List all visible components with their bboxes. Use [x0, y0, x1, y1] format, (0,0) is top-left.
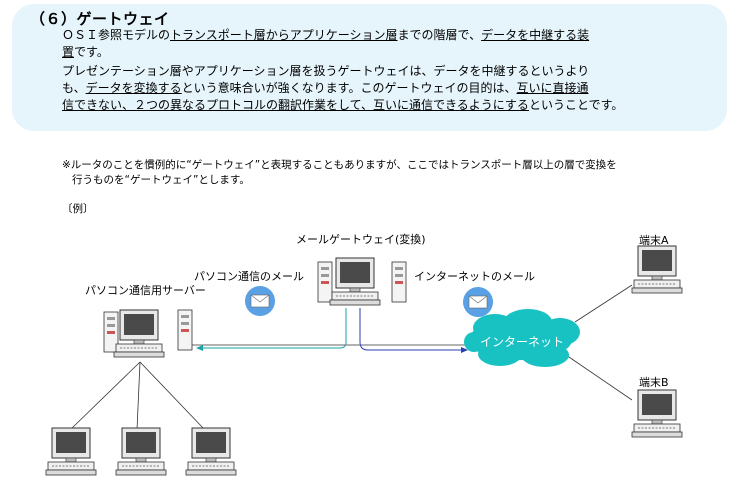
blue-mail-path [359, 308, 462, 351]
text-span: ＯＳＩ参照モデルの [62, 28, 171, 42]
internet-to-terminal-a-line [574, 284, 633, 323]
paragraph-line-1: ＯＳＩ参照モデルのトランスポート層からアプリケーション層までの階層で、データを中… [62, 27, 589, 44]
teal-mail-path [200, 308, 347, 349]
text-span: も、 [62, 81, 86, 95]
gateway-section-card [12, 4, 727, 131]
underlined-text: 互いに直接通 [516, 81, 589, 95]
terminal-b-computer-icon [631, 389, 683, 438]
gateway-label: メールゲートウェイ(変換) [296, 233, 426, 246]
internet-mail-label: インターネットのメール [414, 270, 535, 283]
internet-mail-envelope-icon [462, 286, 494, 318]
internet-label: インターネット [480, 335, 565, 349]
server-to-client-line [69, 361, 141, 431]
underlined-text: データを中継する装 [481, 28, 590, 42]
terminal-a-computer-icon [631, 245, 683, 294]
internet-to-terminal-b-line [565, 354, 633, 401]
terminal-a-label: 端末A [639, 234, 669, 247]
gateway-computer-icon [317, 257, 407, 306]
client-computer-icon [185, 427, 237, 476]
example-label: 〔例〕 [62, 203, 94, 215]
server-to-client-line [136, 361, 141, 431]
client-computer-icon [115, 427, 167, 476]
server-to-client-line [139, 361, 206, 431]
pc-mail-label: パソコン通信のメール [194, 270, 304, 283]
text-span: ということです。 [528, 98, 624, 112]
server-computer-icon [103, 309, 193, 358]
internet-cloud-icon [464, 309, 580, 367]
text-span: プレゼンテーション層やアプリケーション層を扱うゲートウェイは、データを中継すると… [62, 64, 590, 78]
underlined-text: データを変換する [85, 81, 182, 95]
pc-mail-envelope-icon [244, 285, 276, 317]
text-span: です。 [74, 45, 109, 59]
paragraph-line-4: も、データを変換するという意味合いが強くなります。このゲートウェイの目的は、互い… [62, 80, 588, 97]
paragraph-line-2: 置です。 [62, 44, 109, 61]
text-span: という意味合いが強くなります。このゲートウェイの目的は、 [181, 81, 517, 95]
section-heading: （６）ゲートウェイ [30, 10, 170, 28]
client-computer-icon [45, 427, 97, 476]
paragraph-line-5: 信できない、２つの異なるプロトコルの翻訳作業をして、互いに通信できるようにすると… [62, 97, 623, 114]
teal-arrowhead [196, 345, 203, 351]
server-label: パソコン通信用サーバー [85, 284, 206, 297]
terminal-b-label: 端末B [639, 376, 669, 389]
blue-arrowhead [461, 347, 468, 353]
underlined-text: トランスポート層からアプリケーション層 [170, 28, 398, 42]
note-line-2: 行うものを“ゲートウェイ”とします。 [72, 174, 250, 186]
underlined-text: 置 [62, 45, 75, 59]
note-line-1: ※ルータのことを慣例的に“ゲートウェイ”と表現することもありますが、ここではトラ… [62, 159, 617, 171]
underlined-text: 信できない、２つの異なるプロトコルの翻訳作業をして、互いに通信できるようにする [62, 98, 529, 112]
text-span: までの階層で、 [397, 28, 482, 42]
paragraph-line-3: プレゼンテーション層やアプリケーション層を扱うゲートウェイは、データを中継すると… [62, 63, 589, 80]
